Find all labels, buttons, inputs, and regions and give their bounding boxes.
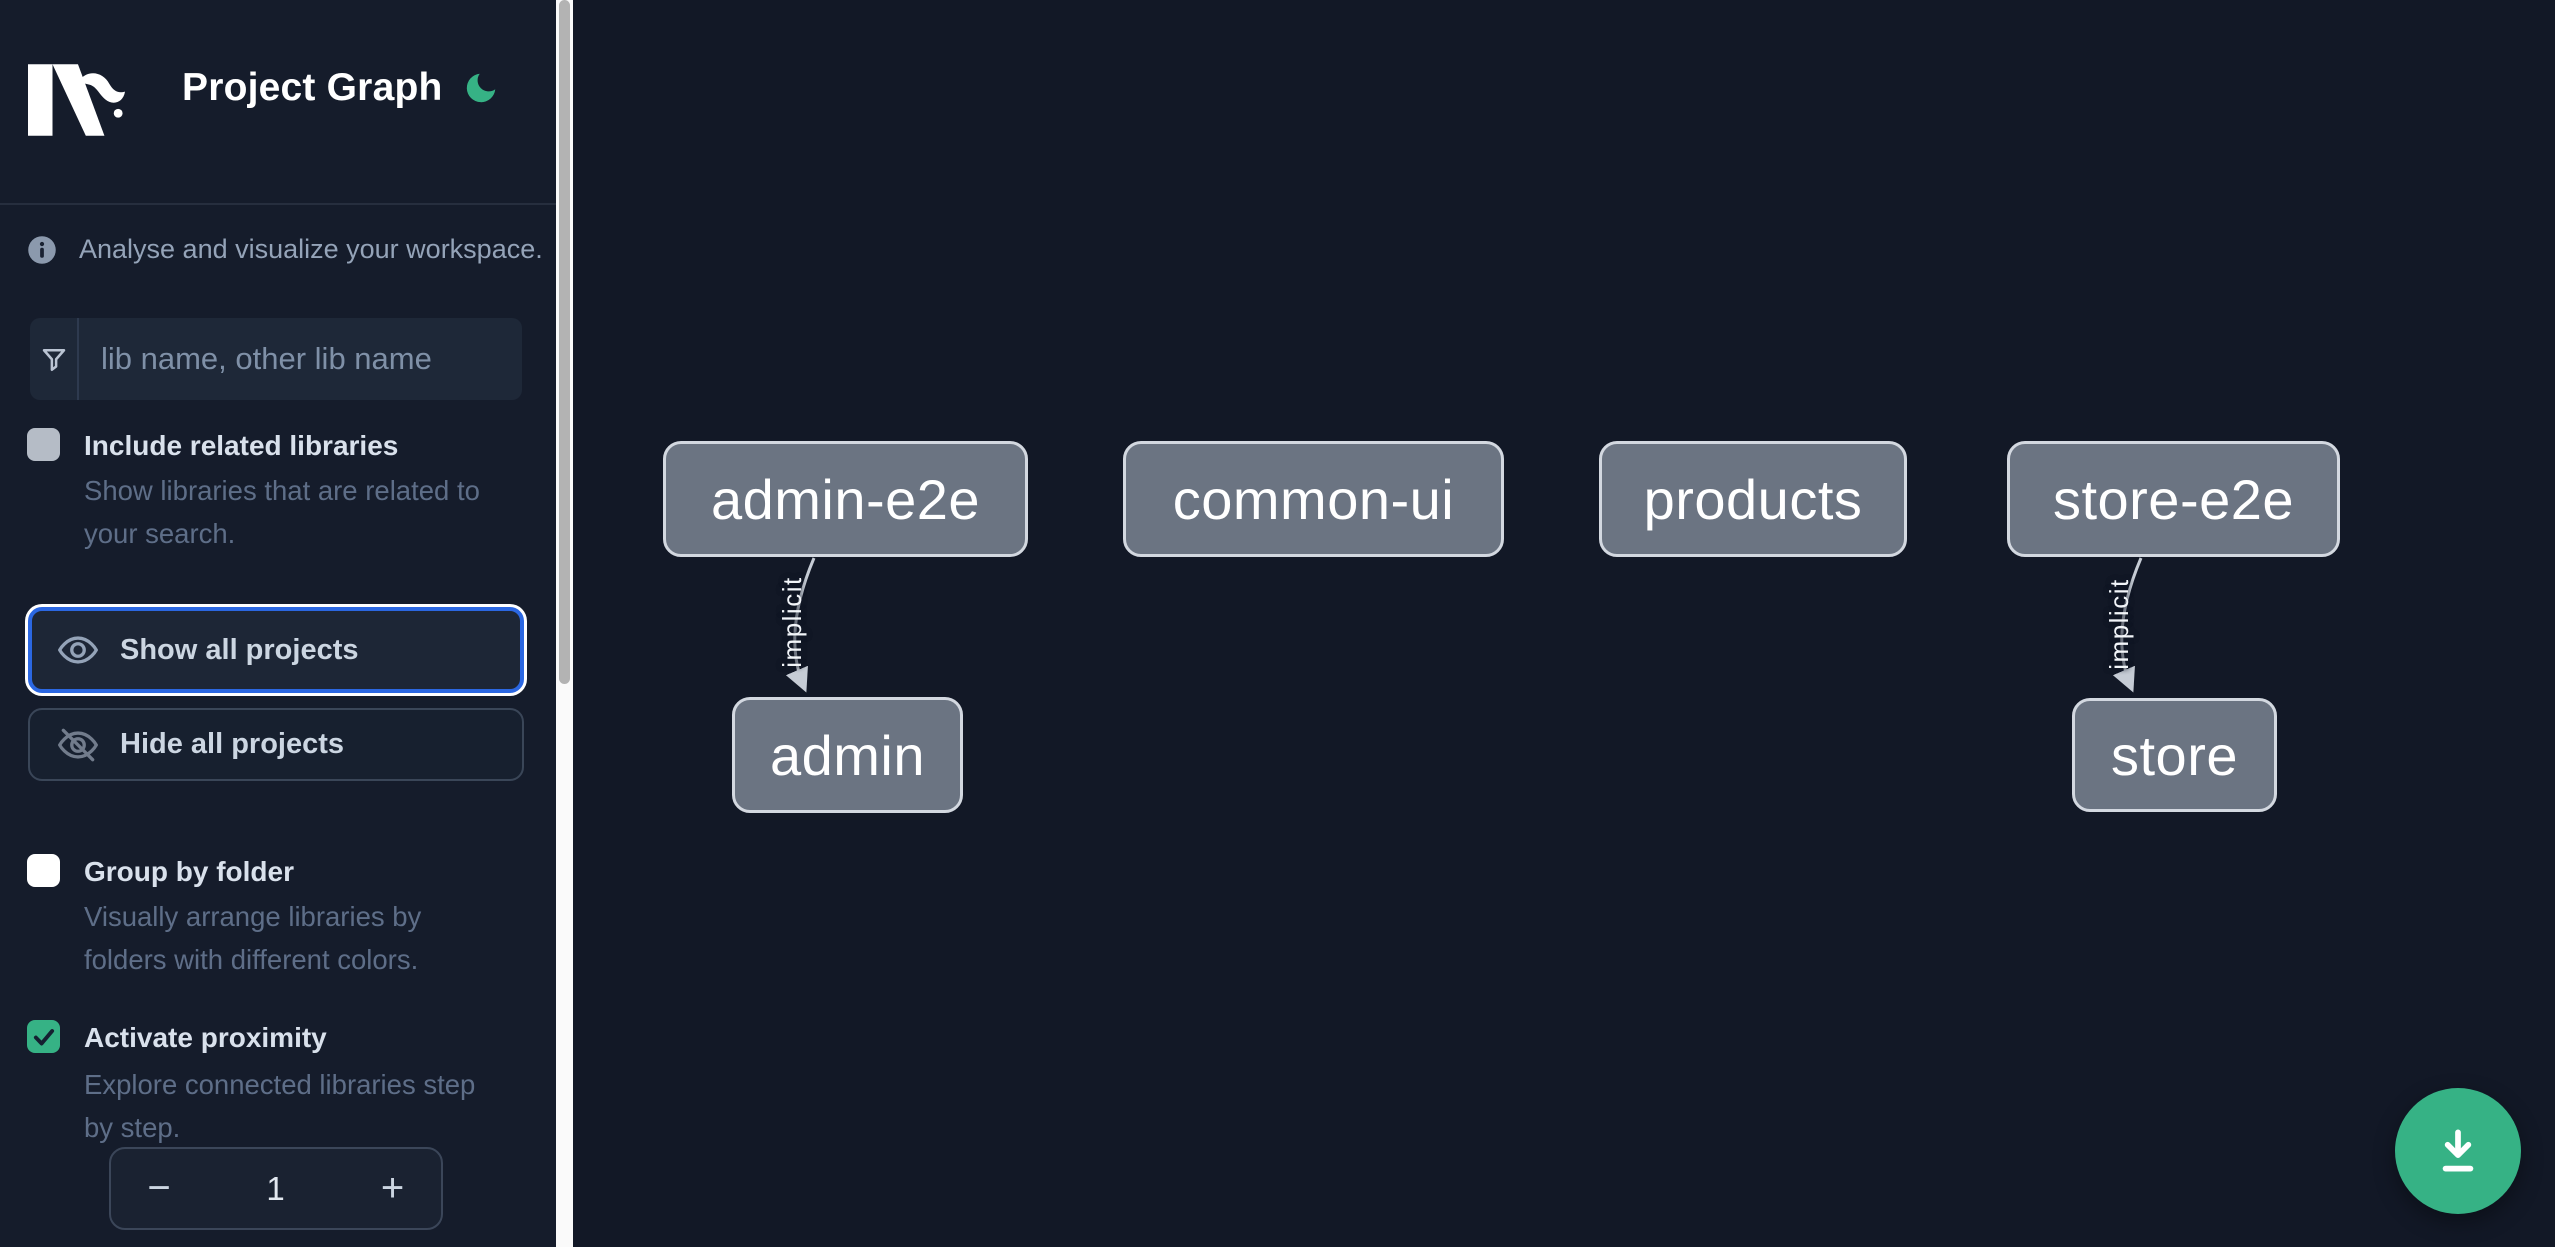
filter-input[interactable] — [79, 318, 522, 400]
sidebar-scrollbar-track — [556, 0, 573, 1247]
graph-node-common-ui[interactable]: common-ui — [1123, 441, 1504, 557]
info-icon — [28, 235, 56, 264]
sidebar-scrollbar-thumb[interactable] — [559, 0, 570, 684]
graph-node-admin[interactable]: admin — [732, 697, 963, 813]
activate-proximity-checkbox[interactable] — [27, 1020, 60, 1053]
graph-node-label: admin — [769, 723, 926, 787]
activate-proximity-label: Activate proximity — [84, 1022, 327, 1053]
graph-node-store-e2e[interactable]: store-e2e — [2007, 441, 2340, 557]
graph-canvas[interactable]: implicit implicit admin-e2e common-ui pr… — [573, 0, 2555, 1247]
edge-admin-e2e-admin — [785, 557, 816, 693]
download-icon — [2442, 1129, 2474, 1172]
graph-node-products[interactable]: products — [1599, 441, 1907, 557]
activate-proximity-description: Explore connected libraries step by step… — [84, 1069, 476, 1143]
filter-funnel-icon — [42, 349, 65, 371]
increment-button[interactable]: + — [344, 1149, 441, 1228]
check-icon — [33, 1028, 54, 1045]
info-row: Analyse and visualize your workspace. — [27, 234, 543, 265]
theme-toggle-button[interactable] — [458, 66, 504, 112]
graph-node-label: common-ui — [1172, 467, 1455, 531]
sidebar: Project Graph Analyse and visualize your… — [0, 0, 557, 1247]
show-all-projects-label: Show all projects — [120, 633, 359, 666]
graph-node-admin-e2e[interactable]: admin-e2e — [663, 441, 1028, 557]
group-by-folder-checkbox[interactable] — [27, 854, 60, 887]
graph-node-label: store — [2111, 723, 2238, 787]
tagline: Analyse and visualize your workspace. — [79, 234, 543, 264]
filter-icon-cell — [30, 318, 79, 400]
include-related-libraries-label: Include related libraries — [84, 430, 399, 461]
show-all-projects-button[interactable]: Show all projects — [28, 607, 524, 693]
edge-label-implicit-admin: implicit — [777, 576, 807, 668]
eye-icon — [58, 636, 98, 664]
header-divider — [0, 203, 557, 205]
hide-all-projects-label: Hide all projects — [120, 728, 345, 760]
nx-logo — [28, 64, 126, 136]
graph-node-store[interactable]: store — [2072, 698, 2277, 812]
proximity-depth-stepper: − 1 + — [109, 1147, 443, 1230]
page-title: Project Graph — [182, 66, 443, 109]
edge-label-implicit-store: implicit — [2104, 578, 2134, 670]
graph-node-label: products — [1643, 467, 1863, 531]
eye-off-icon — [58, 728, 98, 761]
graph-node-label: store-e2e — [2052, 467, 2295, 531]
moon-icon — [466, 73, 496, 102]
filter-input-group — [30, 318, 522, 400]
edge-store-e2e-store — [2112, 557, 2143, 693]
graph-edges — [785, 557, 2143, 693]
group-by-folder-description: Visually arrange libraries by folders wi… — [84, 901, 422, 975]
decrement-button[interactable]: − — [111, 1149, 207, 1228]
group-by-folder-label: Group by folder — [84, 856, 294, 887]
include-related-libraries-description: Show libraries that are related to your … — [84, 475, 480, 549]
download-graph-button[interactable] — [2395, 1088, 2521, 1214]
proximity-depth-value: 1 — [266, 1169, 285, 1207]
graph-node-label: admin-e2e — [710, 467, 981, 531]
include-related-libraries-checkbox[interactable] — [27, 428, 60, 461]
hide-all-projects-button[interactable]: Hide all projects — [28, 708, 524, 781]
